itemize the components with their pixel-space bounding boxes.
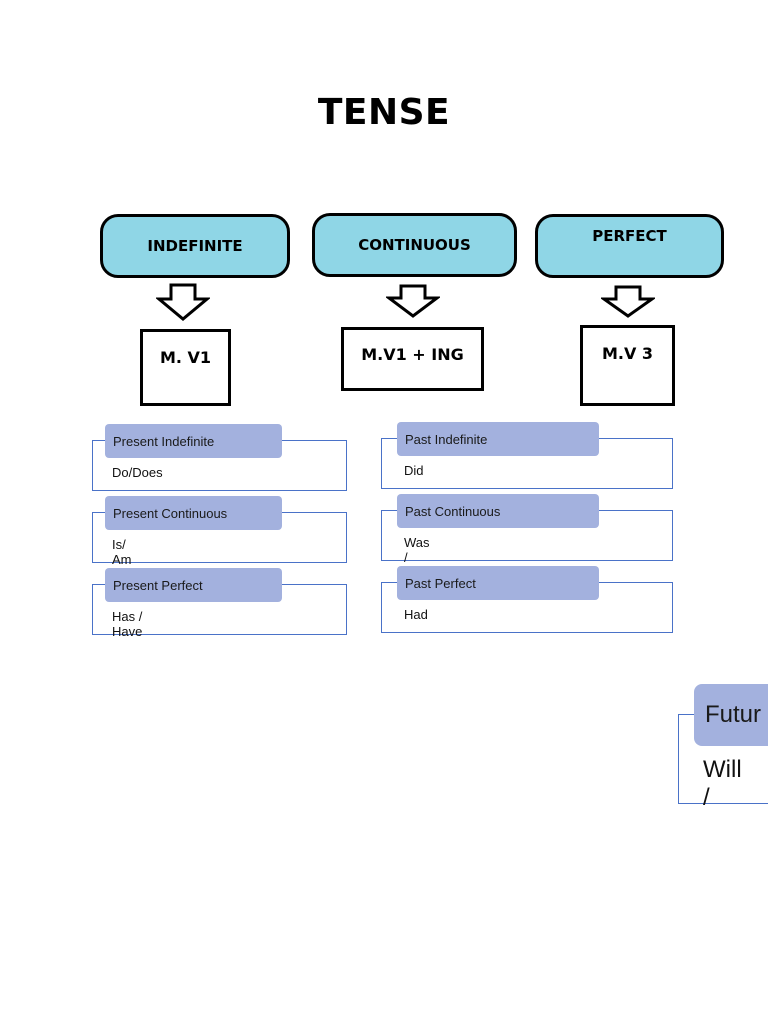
down-arrow-icon <box>601 285 655 318</box>
tense-name: Present Continuous <box>105 496 282 530</box>
verb-form: M.V1 + ING <box>361 345 464 364</box>
tense-name: Futur <box>694 684 768 746</box>
tense-name: Present Perfect <box>105 568 282 602</box>
auxiliary-verb: Did <box>404 463 424 478</box>
tense-name: Past Continuous <box>397 494 599 528</box>
down-arrow-icon <box>386 284 440 318</box>
verb-form-box: M. V1 <box>140 329 231 406</box>
down-arrow-icon <box>156 283 210 321</box>
auxiliary-verb: Had <box>404 607 428 622</box>
category-label: CONTINUOUS <box>358 236 471 254</box>
page-title: TENSE <box>317 92 451 133</box>
verb-form-box: M.V 3 <box>580 325 675 406</box>
category-perfect: PERFECT <box>535 214 724 278</box>
category-label: INDEFINITE <box>147 237 243 255</box>
auxiliary-verb: Do/Does <box>112 465 163 480</box>
category-label: PERFECT <box>592 227 667 245</box>
verb-form: M.V 3 <box>601 344 654 363</box>
auxiliary-verb: Will / <box>703 756 742 811</box>
verb-form: M. V1 <box>159 348 212 367</box>
tense-name: Past Perfect <box>397 566 599 600</box>
tense-name: Present Indefinite <box>105 424 282 458</box>
auxiliary-verb: Has / Have <box>112 609 143 639</box>
category-indefinite: INDEFINITE <box>100 214 290 278</box>
verb-form-box: M.V1 + ING <box>341 327 484 391</box>
tense-name: Past Indefinite <box>397 422 599 456</box>
category-continuous: CONTINUOUS <box>312 213 517 277</box>
